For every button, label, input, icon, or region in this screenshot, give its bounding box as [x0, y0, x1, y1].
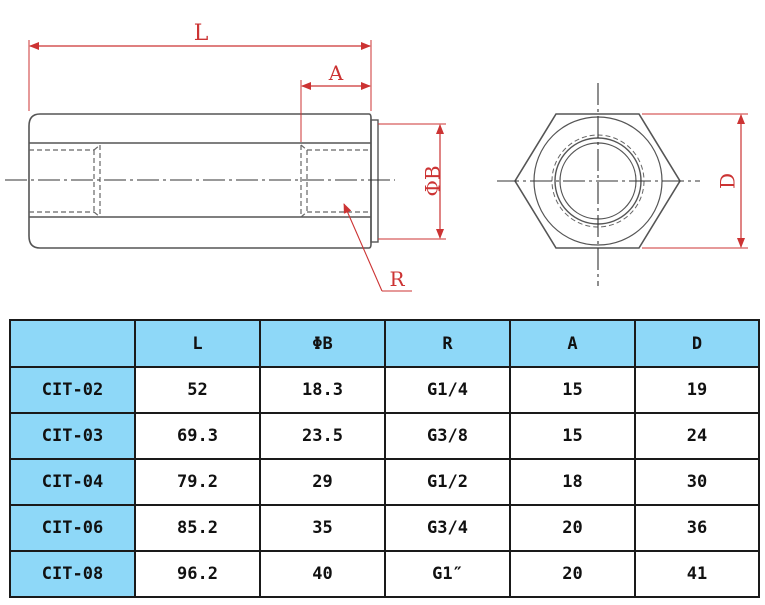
table-row: CIT-08 96.2 40 G1″ 20 41 [9, 550, 760, 598]
A-cell: 18 [509, 458, 636, 506]
header-B: ΦB [259, 319, 386, 368]
side-view-end-shoulder [370, 119, 379, 243]
R-cell: G1/4 [384, 366, 511, 414]
R-cell: G1″ [384, 550, 511, 598]
dimension-D-label: D [716, 173, 740, 189]
model-cell: CIT-03 [9, 412, 136, 460]
leader-R-label: R [389, 267, 405, 291]
B-cell: 40 [259, 550, 386, 598]
table-row: CIT-03 69.3 23.5 G3/8 15 24 [9, 412, 760, 460]
dimension-A: A [300, 61, 371, 142]
dimension-B: ΦB [378, 123, 446, 240]
model-cell: CIT-02 [9, 366, 136, 414]
table-row: CIT-04 79.2 29 G1/2 18 30 [9, 458, 760, 506]
dimension-L: L [28, 21, 372, 111]
dimension-L-label: L [194, 21, 209, 46]
R-cell: G1/2 [384, 458, 511, 506]
table-row: CIT-06 85.2 35 G3/4 20 36 [9, 504, 760, 552]
D-cell: 24 [634, 412, 760, 460]
table-row: CIT-02 52 18.3 G1/4 15 19 [9, 366, 760, 414]
D-cell: 36 [634, 504, 760, 552]
right-thread-hidden-lines [300, 144, 371, 218]
side-view [5, 113, 395, 249]
dimension-A-label: A [328, 61, 344, 85]
R-cell: G3/4 [384, 504, 511, 552]
leader-R: R [343, 203, 412, 292]
L-cell: 69.3 [134, 412, 261, 460]
dimension-B-label: ΦB [421, 165, 445, 196]
header-D: D [634, 319, 760, 368]
leader-R-line-diagonal [343, 203, 383, 292]
model-cell: CIT-06 [9, 504, 136, 552]
A-cell: 20 [509, 550, 636, 598]
B-cell: 18.3 [259, 366, 386, 414]
B-cell: 29 [259, 458, 386, 506]
header-model [9, 319, 136, 368]
R-cell: G3/8 [384, 412, 511, 460]
dimension-D: D [642, 113, 748, 249]
D-cell: 41 [634, 550, 760, 598]
B-cell: 35 [259, 504, 386, 552]
side-view-body-outline [28, 113, 372, 249]
L-cell: 96.2 [134, 550, 261, 598]
D-cell: 19 [634, 366, 760, 414]
end-view [497, 83, 700, 286]
D-cell: 30 [634, 458, 760, 506]
header-A: A [509, 319, 636, 368]
specification-table: L ΦB R A D CIT-02 52 18.3 G1/4 15 19 CIT… [9, 319, 760, 598]
A-cell: 20 [509, 504, 636, 552]
header-L: L [134, 319, 261, 368]
L-cell: 52 [134, 366, 261, 414]
technical-drawing: L A ΦB R D [5, 21, 748, 292]
B-cell: 23.5 [259, 412, 386, 460]
L-cell: 79.2 [134, 458, 261, 506]
header-R: R [384, 319, 511, 368]
left-thread-hidden-lines [29, 144, 101, 218]
model-cell: CIT-08 [9, 550, 136, 598]
A-cell: 15 [509, 412, 636, 460]
table-header-row: L ΦB R A D [9, 319, 760, 368]
model-cell: CIT-04 [9, 458, 136, 506]
L-cell: 85.2 [134, 504, 261, 552]
A-cell: 15 [509, 366, 636, 414]
